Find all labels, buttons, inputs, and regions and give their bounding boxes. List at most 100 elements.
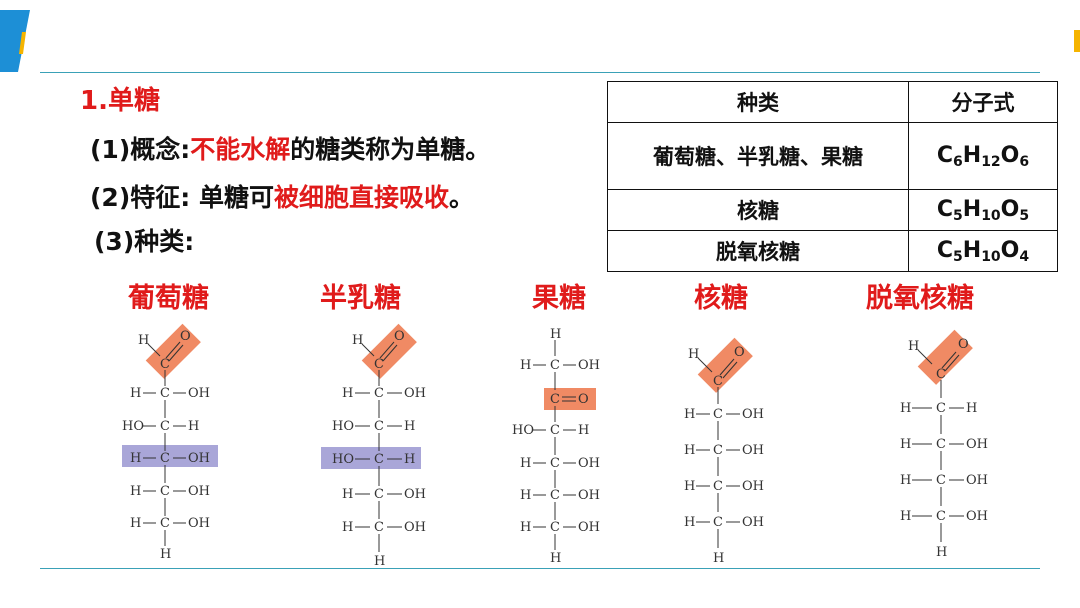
kinds-label: (3)种类:	[94, 227, 195, 256]
sugar-name-fructose: 果糖	[532, 283, 586, 314]
svg-text:OH: OH	[742, 515, 764, 530]
svg-text:C: C	[160, 484, 170, 499]
concept-rest: 的糖类称为单糖。	[290, 135, 491, 164]
table-cell-kind: 核糖	[607, 189, 909, 231]
corner-decoration-right	[1074, 30, 1080, 52]
svg-text:H: H	[684, 407, 695, 422]
table-cell-formula: C5H10O4	[908, 230, 1058, 272]
table-header-kind: 种类	[607, 81, 909, 123]
section-title: 1.单糖	[80, 86, 160, 116]
sugar-name-ribose: 核糖	[694, 283, 748, 314]
svg-text:C: C	[936, 401, 946, 416]
svg-text:H: H	[520, 358, 531, 373]
svg-text:H: H	[900, 473, 911, 488]
feature-highlight: 被细胞直接吸收	[273, 183, 449, 212]
svg-text:H: H	[550, 551, 561, 566]
feature-line: (2)特征: 单糖可被细胞直接吸收。	[90, 178, 474, 214]
monosaccharide-table: 种类 分子式 葡萄糖、半乳糖、果糖 C6H12O6 核糖 C5H10O5 脱氧核…	[607, 81, 1058, 272]
svg-text:O: O	[394, 329, 405, 344]
svg-text:C: C	[374, 520, 384, 535]
table-row: 核糖 C5H10O5	[607, 189, 1058, 231]
svg-text:OH: OH	[578, 520, 600, 535]
svg-text:OH: OH	[742, 479, 764, 494]
svg-text:H: H	[342, 520, 353, 535]
bottom-rule	[40, 568, 1040, 569]
svg-text:H: H	[900, 401, 911, 416]
feature-end: 。	[449, 183, 475, 212]
svg-text:H: H	[688, 347, 699, 362]
table-cell-kind: 脱氧核糖	[607, 230, 909, 272]
table-cell-kind: 葡萄糖、半乳糖、果糖	[607, 122, 909, 190]
svg-text:OH: OH	[188, 484, 210, 499]
svg-text:H: H	[900, 509, 911, 524]
svg-text:C: C	[713, 407, 723, 422]
table-row: 脱氧核糖 C5H10O4	[607, 230, 1058, 272]
sugar-name-galactose: 半乳糖	[320, 283, 401, 314]
svg-text:H: H	[130, 451, 141, 466]
svg-text:O: O	[578, 392, 589, 407]
concept-line: (1)概念:不能水解的糖类称为单糖。	[90, 130, 490, 166]
svg-text:H: H	[130, 516, 141, 531]
svg-text:C: C	[160, 419, 170, 434]
svg-text:H: H	[550, 327, 561, 342]
svg-text:C: C	[713, 515, 723, 530]
svg-text:H: H	[520, 456, 531, 471]
concept-label: (1)概念:	[90, 135, 191, 164]
svg-text:C: C	[550, 358, 560, 373]
svg-text:OH: OH	[742, 407, 764, 422]
svg-text:C: C	[160, 386, 170, 401]
svg-text:C: C	[374, 487, 384, 502]
svg-text:C: C	[374, 419, 384, 434]
svg-text:C: C	[550, 456, 560, 471]
svg-text:H: H	[342, 487, 353, 502]
table-cell-formula: C6H12O6	[908, 122, 1058, 190]
svg-text:H: H	[520, 520, 531, 535]
table-row: 葡萄糖、半乳糖、果糖 C6H12O6	[607, 122, 1058, 190]
svg-text:OH: OH	[188, 386, 210, 401]
svg-text:HO: HO	[512, 423, 534, 438]
svg-text:C: C	[550, 520, 560, 535]
svg-text:H: H	[130, 484, 141, 499]
svg-text:OH: OH	[578, 358, 600, 373]
svg-text:C: C	[713, 374, 723, 389]
svg-text:HO: HO	[332, 452, 354, 467]
top-rule	[40, 72, 1040, 73]
feature-plain: 单糖可	[198, 183, 274, 212]
sugar-name-glucose: 葡萄糖	[128, 283, 209, 314]
table-header-formula: 分子式	[908, 81, 1058, 123]
feature-label: (2)特征:	[90, 183, 191, 212]
svg-text:H: H	[130, 386, 141, 401]
concept-highlight: 不能水解	[190, 135, 291, 164]
sugar-name-deoxyribose: 脱氧核糖	[866, 283, 974, 314]
svg-text:H: H	[374, 554, 385, 569]
svg-text:H: H	[520, 488, 531, 503]
corner-decoration	[0, 10, 30, 72]
svg-text:H: H	[160, 547, 171, 562]
svg-text:H: H	[908, 339, 919, 354]
svg-text:HO: HO	[332, 419, 354, 434]
svg-text:OH: OH	[966, 509, 988, 524]
svg-text:C: C	[374, 452, 384, 467]
svg-text:OH: OH	[404, 487, 426, 502]
svg-text:C: C	[713, 479, 723, 494]
svg-text:H: H	[578, 423, 589, 438]
svg-text:H: H	[188, 419, 199, 434]
svg-text:H: H	[684, 515, 695, 530]
svg-text:C: C	[936, 509, 946, 524]
svg-text:H: H	[342, 386, 353, 401]
svg-text:C: C	[160, 516, 170, 531]
svg-text:C: C	[936, 367, 946, 382]
svg-text:H: H	[404, 452, 415, 467]
svg-text:C: C	[936, 473, 946, 488]
svg-text:OH: OH	[404, 520, 426, 535]
svg-text:H: H	[684, 443, 695, 458]
svg-text:OH: OH	[188, 516, 210, 531]
svg-text:C: C	[550, 423, 560, 438]
svg-text:OH: OH	[742, 443, 764, 458]
svg-text:C: C	[713, 443, 723, 458]
svg-text:H: H	[966, 401, 977, 416]
svg-text:OH: OH	[578, 456, 600, 471]
